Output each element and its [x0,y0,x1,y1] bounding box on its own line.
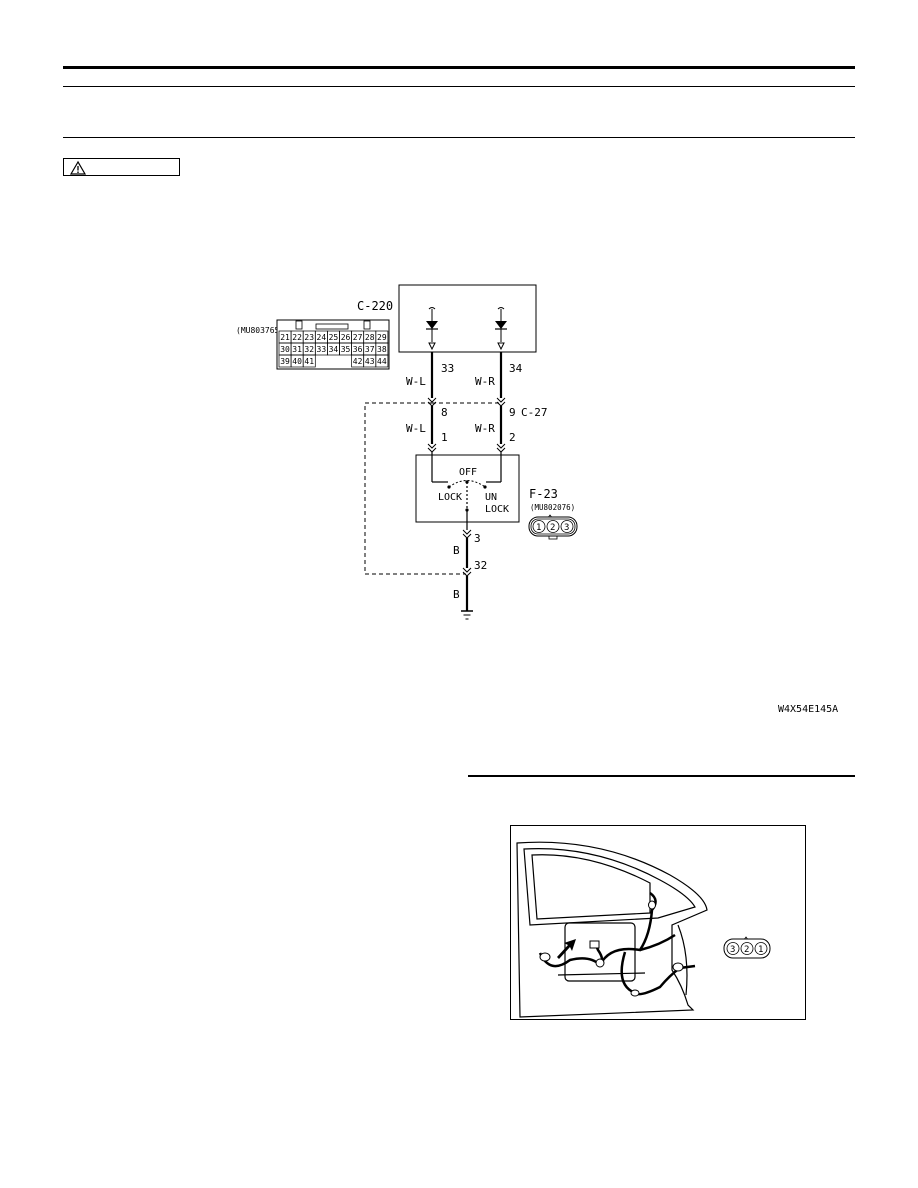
wire-left-color-2: W-L [406,422,426,435]
ecu-pin-number: 41 [304,357,314,366]
wire-right-color: W-R [475,375,495,388]
door-connector-face: 3 2 1 [723,936,771,959]
ecu-pin-number: 42 [353,357,363,366]
ecu-pin-number: 26 [341,333,351,342]
ecu-pin-number: 24 [317,333,327,342]
junction-connector-label: C-27 [521,406,548,419]
ground-pin-junction: 32 [474,559,487,572]
ecu-pin-number: 44 [377,357,387,366]
door-harness-figure: 3 2 1 [510,825,806,1020]
ecu-part-number: (MU803765) [236,326,284,335]
switch-connector-pin-2: 2 [550,523,555,533]
ecu-pin-number: 31 [292,345,302,354]
ecu-pin-number: 27 [353,333,363,342]
ecu-pin-number: 43 [365,357,375,366]
figure-code: W4X54E145A [778,704,838,715]
ground-wire-color-2: B [453,588,460,601]
ecu-pin-number: 34 [329,345,339,354]
ground-wire-color: B [453,544,460,557]
ecu-pin-right-label: 34 [509,362,523,375]
ecu-connector-label: C-220 [357,299,393,313]
switch-unlock-label-1: UN [485,492,497,503]
door-outline [516,841,708,1018]
ecu-pin-left-label: 33 [441,362,454,375]
ecu-pin-number: 36 [353,345,363,354]
switch-lock-label: LOCK [438,492,462,503]
ground-icon [461,610,473,620]
junction-pin-left: 8 [441,406,448,419]
ecu-pin-number: 22 [292,333,302,342]
switch-connector-pin-3: 3 [564,523,569,533]
ecu-pin-number: 30 [280,345,290,354]
wire-left-color: W-L [406,375,426,388]
switch-pin-right: 2 [509,431,516,444]
switch-connector-label: F-23 [529,487,558,501]
switch-pin-left: 1 [441,431,448,444]
ecu-pin-number: 38 [377,345,387,354]
dashed-harness-outline [364,402,501,575]
figure-rule [468,775,855,777]
switch-unlock-label-2: LOCK [485,504,509,515]
header-rule-thin [63,86,855,87]
switch-connector-face: 1 2 3 [528,514,578,540]
ecu-pin-number: 37 [365,345,375,354]
door-connector-pin-3: 3 [730,945,735,955]
header-rule-thick [63,66,855,69]
ecu-pin-cell [375,354,389,368]
ecu-pin-number: 29 [377,333,387,342]
ecu-pin-number: 28 [365,333,375,342]
location-arrow-icon [557,939,576,959]
switch-connector-symbols [427,443,506,453]
ecu-box [398,284,537,353]
ecu-pin-number: 25 [329,333,339,342]
ecu-pin-number: 35 [341,345,351,354]
caution-box [63,158,180,176]
switch-part-number: (MU802076) [530,503,575,512]
ecu-pin-cell [302,354,316,368]
junction-pin-right: 9 [509,406,516,419]
section-rule [63,137,855,138]
warning-triangle-icon [69,160,87,175]
ecu-diode-left [426,307,438,351]
ecu-pin-number: 32 [304,345,314,354]
switch-off-label: OFF [459,467,477,478]
ecu-pin-number: 39 [280,357,290,366]
wire-right-color-2: W-R [475,422,495,435]
ecu-pin-number: 23 [304,333,314,342]
switch-connector-pin-1: 1 [536,523,541,533]
ecu-pin-number: 33 [317,345,327,354]
door-connector-pin-1: 1 [758,945,763,955]
junction-connector-symbols [427,397,506,407]
ground-pin-switch: 3 [474,532,481,545]
ecu-diode-right [495,307,507,351]
ecu-pin-number: 40 [292,357,302,366]
ecu-pin-number: 21 [280,333,290,342]
door-connector-pin-2: 2 [744,945,749,955]
